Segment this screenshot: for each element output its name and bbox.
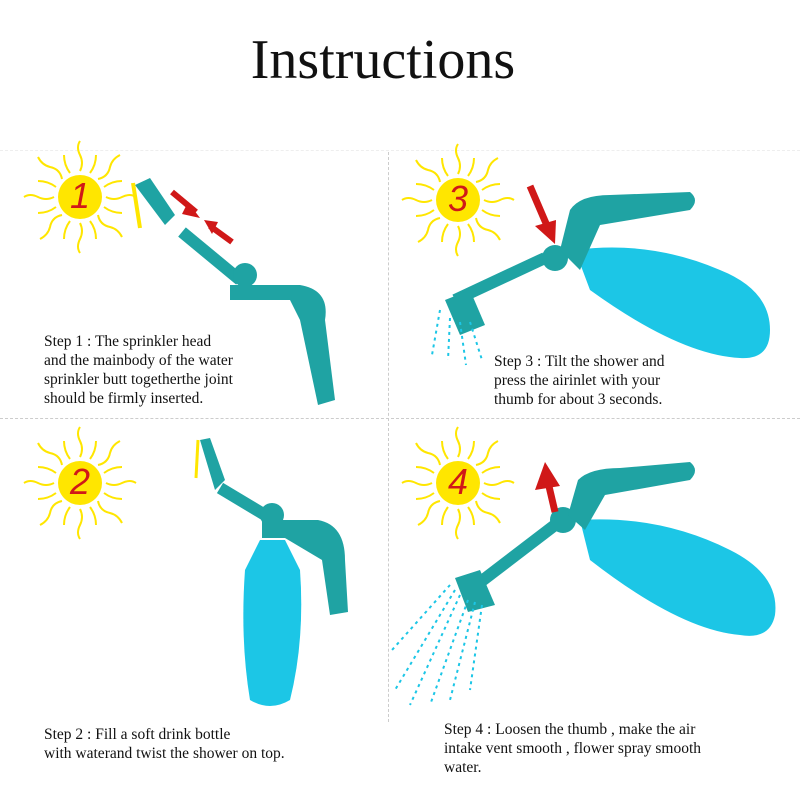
text-line: with waterand twist the shower on top. [44, 745, 285, 762]
text-line: Step 1 : The sprinkler head [44, 333, 212, 350]
text-line: should be firmly inserted. [44, 390, 204, 407]
step-3-text: Step 3 : Tilt the shower and press the a… [494, 352, 665, 409]
step-1-text: Step 1 : The sprinkler head and the main… [44, 332, 233, 408]
step-2-illustration [23, 426, 348, 706]
text-line: and the mainbody of the water [44, 352, 233, 369]
step-1-illustration [23, 140, 335, 405]
text-line: Step 4 : Loosen the thumb , make the air [444, 721, 696, 738]
text-line: intake vent smooth , flower spray smooth [444, 740, 701, 757]
text-line: water. [444, 759, 482, 776]
text-line: press the airinlet with your [494, 372, 661, 389]
text-line: Step 2 : Fill a soft drink bottle [44, 726, 231, 743]
divider-horizontal [0, 418, 800, 419]
divider [0, 150, 800, 151]
step-4-text: Step 4 : Loosen the thumb , make the air… [444, 720, 701, 777]
step-4-illustration [391, 426, 776, 706]
step-number-1: 1 [69, 175, 91, 216]
text-line: sprinkler butt togetherthe joint [44, 371, 233, 388]
divider-vertical [388, 152, 389, 722]
step-2-text: Step 2 : Fill a soft drink bottle with w… [44, 725, 285, 763]
page-title: Instructions [250, 29, 516, 91]
step-number-2: 2 [69, 461, 91, 502]
text-line: Step 3 : Tilt the shower and [494, 353, 665, 370]
step-3-illustration [401, 143, 770, 366]
text-line: thumb for about 3 seconds. [494, 391, 663, 408]
step-number-3: 3 [447, 178, 469, 219]
step-number-4: 4 [447, 461, 469, 502]
